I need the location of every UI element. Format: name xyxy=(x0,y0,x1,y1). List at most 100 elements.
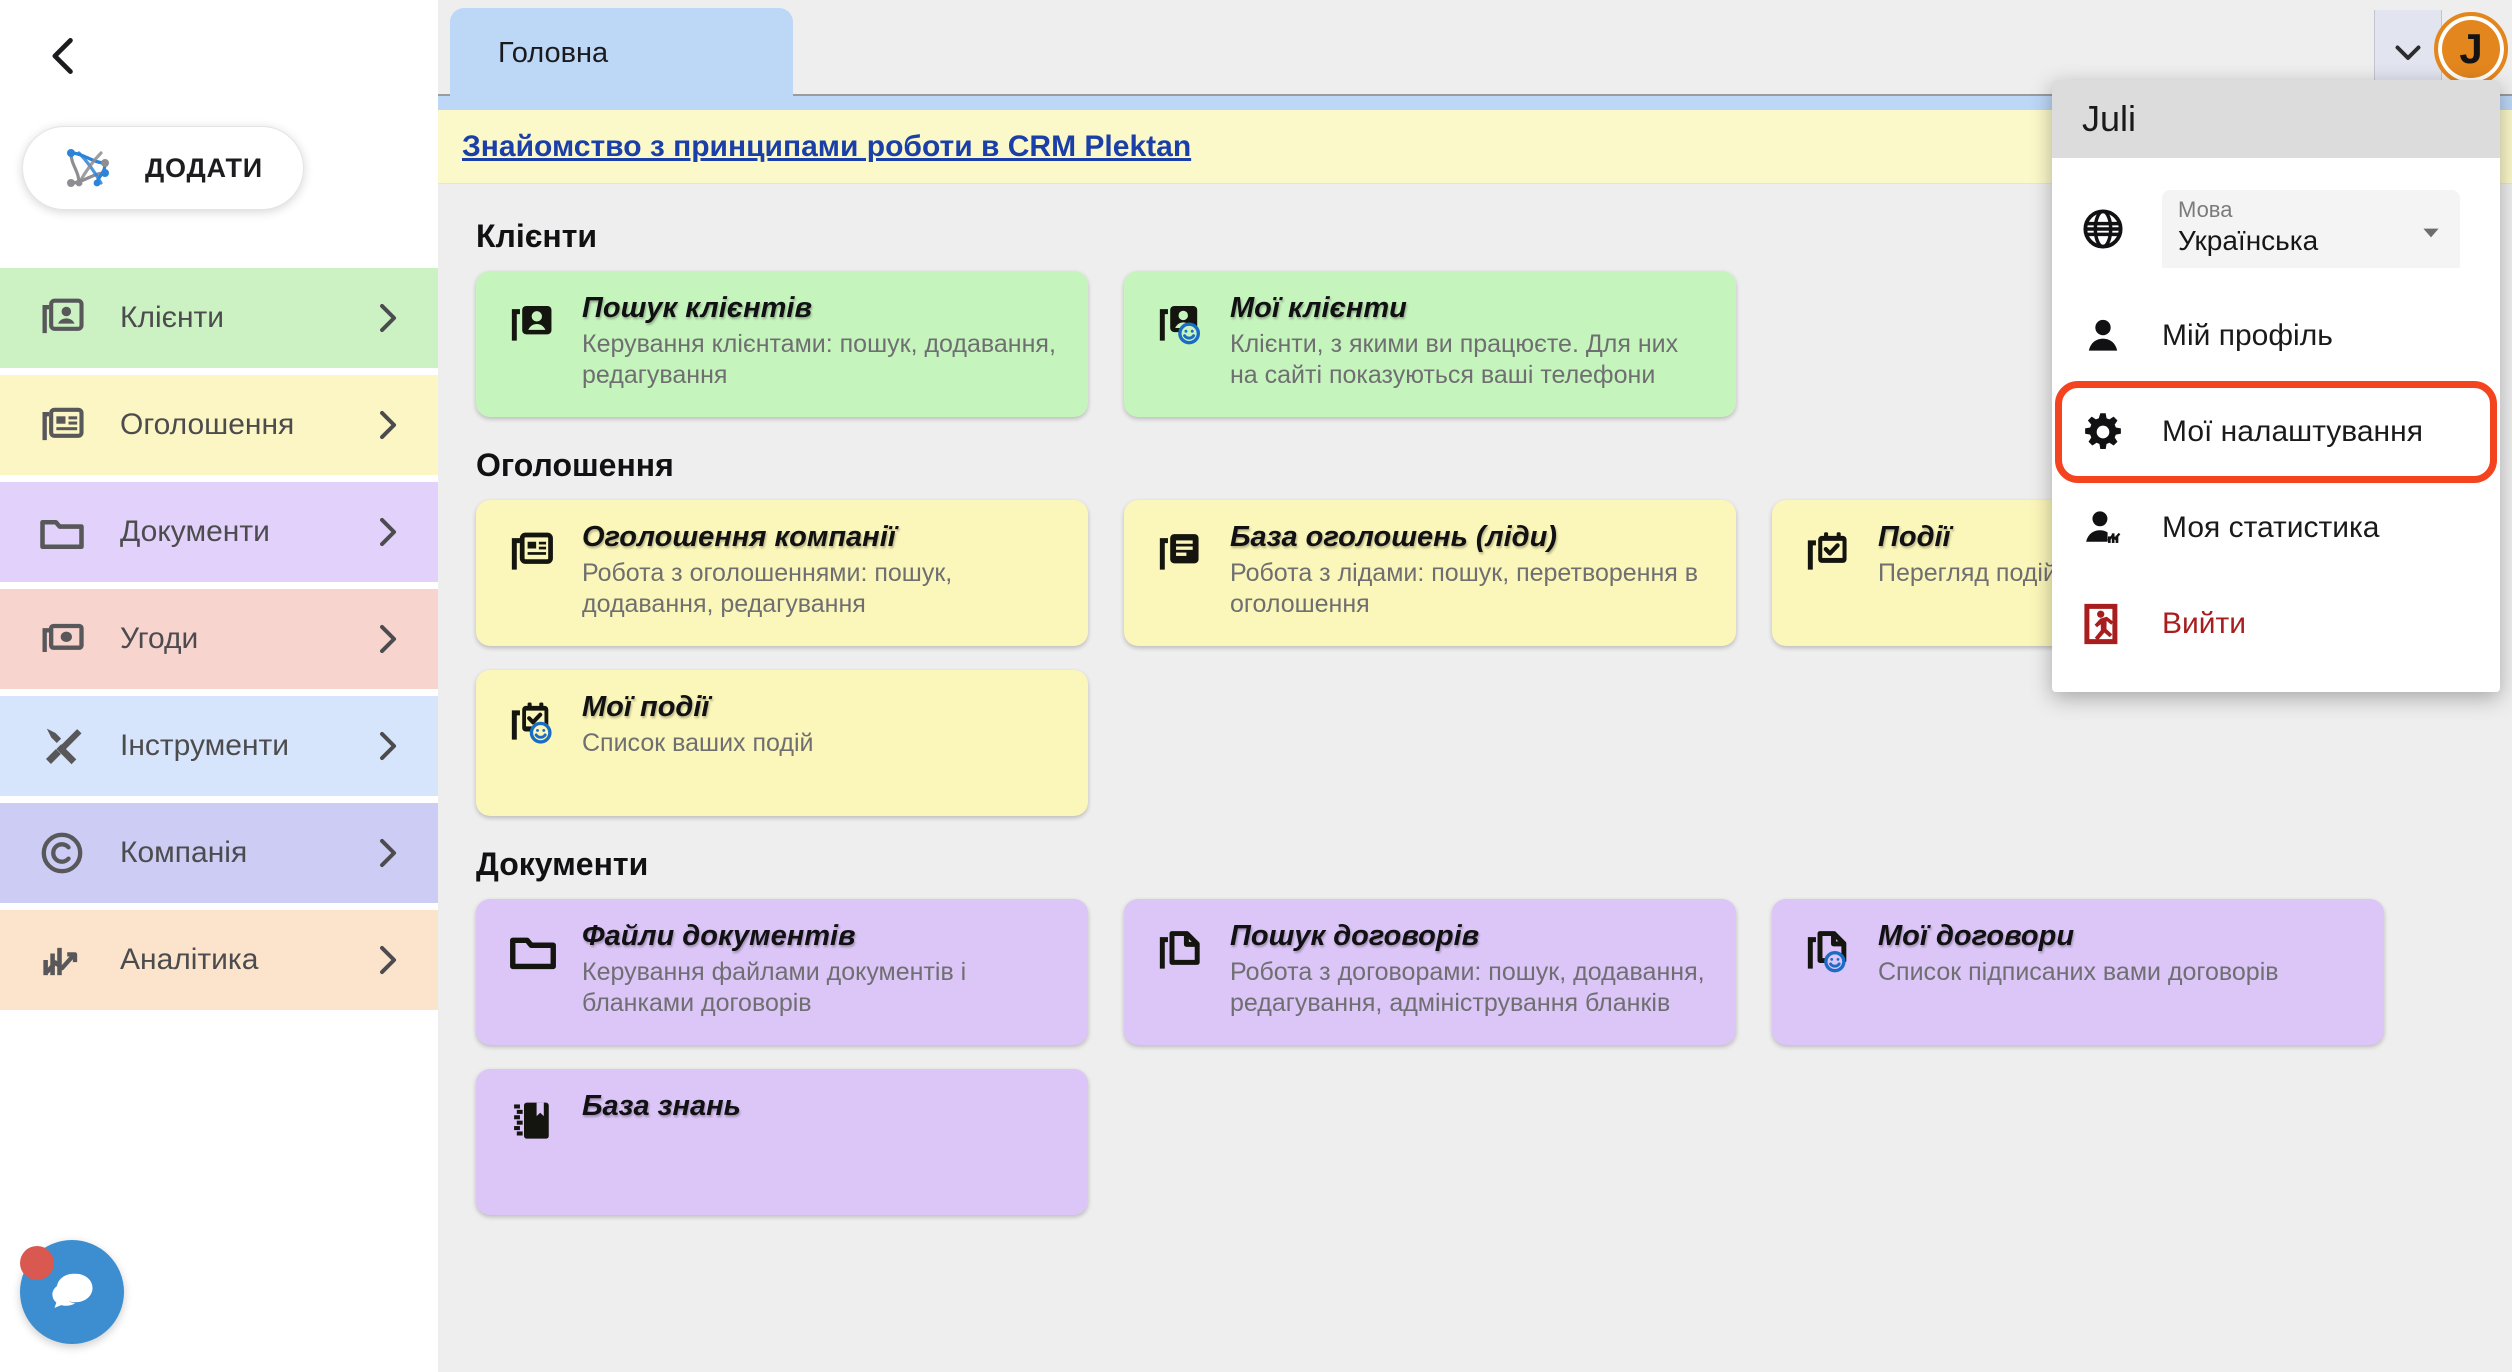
card-desc: Керування клієнтами: пошук, додавання, р… xyxy=(582,330,1056,389)
card-company-announcements[interactable]: Оголошення компанії Робота з оголошенням… xyxy=(476,500,1088,646)
card-desc: Список підписаних вами договорів xyxy=(1878,958,2279,987)
main-content: Знайомство з принципами роботи в CRM Ple… xyxy=(438,110,2512,1372)
card-row-my-events: Мої події Список ваших подій xyxy=(438,670,2512,816)
card-title: Події xyxy=(1878,521,1951,553)
card-title: Оголошення компанії xyxy=(582,521,896,553)
sidebar-item-label: Документи xyxy=(120,515,270,548)
contacts-icon xyxy=(42,298,84,334)
dropdown-caret-icon xyxy=(2423,228,2439,238)
sidebar-item-clients[interactable]: Клієнти xyxy=(0,268,438,368)
profile-dropdown-header: Juli xyxy=(2052,80,2500,158)
card-row-clients: Пошук клієнтів Керування клієнтами: пошу… xyxy=(438,271,2512,417)
section-title-clients: Клієнти xyxy=(476,218,598,254)
card-title: Пошук клієнтів xyxy=(582,292,812,324)
chevron-right-icon xyxy=(380,410,397,440)
exit-icon xyxy=(2084,603,2118,645)
sidebar-collapse-button[interactable] xyxy=(0,0,438,112)
menu-item-my-profile[interactable]: Мій профіль xyxy=(2052,288,2500,384)
language-row: Мова Українська xyxy=(2052,170,2500,288)
card-title: База знань xyxy=(582,1090,741,1122)
card-my-clients[interactable]: Мої клієнти Клієнти, з якими ви працюєте… xyxy=(1124,271,1736,417)
chat-widget xyxy=(20,1240,132,1352)
menu-item-logout[interactable]: Вийти xyxy=(2052,576,2500,672)
sidebar-item-label: Угоди xyxy=(120,622,199,655)
card-desc: Список ваших подій xyxy=(582,729,814,758)
chevron-left-icon xyxy=(52,38,73,74)
language-select[interactable]: Мова Українська xyxy=(2162,190,2460,268)
card-row-knowledge: База знань xyxy=(438,1069,2512,1215)
news-icon xyxy=(42,407,84,441)
sidebar-item-label: Компанія xyxy=(120,836,248,869)
sidebar-item-announcements[interactable]: Оголошення xyxy=(0,375,438,475)
card-row-documents: Файли документів Керування файлами докум… xyxy=(438,899,2512,1045)
card-title: Мої клієнти xyxy=(1230,292,1407,324)
card-title: База оголошень (ліди) xyxy=(1230,521,1557,553)
contacts-search-icon xyxy=(511,306,552,341)
folder-icon xyxy=(510,937,556,970)
banknote-icon xyxy=(42,623,84,652)
sidebar-item-tools[interactable]: Інструменти xyxy=(0,696,438,796)
contacts-my-icon xyxy=(1159,306,1201,345)
card-my-contracts[interactable]: Мої договори Список підписаних вами дого… xyxy=(1772,899,2384,1045)
chevron-right-icon xyxy=(380,945,397,975)
tools-icon xyxy=(45,728,82,765)
copyright-icon xyxy=(41,832,83,874)
chevron-right-icon xyxy=(380,517,397,547)
section-title-documents: Документи xyxy=(476,846,649,882)
add-button[interactable]: ДОДАТИ xyxy=(22,126,304,210)
card-my-events[interactable]: Мої події Список ваших подій xyxy=(476,670,1088,816)
card-contract-search[interactable]: Пошук договорів Робота з договорами: пош… xyxy=(1124,899,1736,1045)
sidebar-item-company[interactable]: Компанія xyxy=(0,803,438,903)
person-stats-icon xyxy=(2086,511,2121,543)
person-icon xyxy=(2088,319,2118,351)
card-row-announcements: Оголошення компанії Робота з оголошенням… xyxy=(438,500,2512,646)
sidebar-item-deals[interactable]: Угоди xyxy=(0,589,438,689)
knowledge-book-icon xyxy=(514,1102,549,1139)
sidebar-item-label: Інструменти xyxy=(120,729,290,762)
work-area: Головна J Знайомство з принципами роботи… xyxy=(438,0,2512,1372)
sidebar-item-analytics[interactable]: Аналітика xyxy=(0,910,438,1010)
card-desc: Керування файлами документів і бланками … xyxy=(582,958,967,1017)
sidebar-item-documents[interactable]: Документи xyxy=(0,482,438,582)
card-desc: Клієнти, з якими ви працюєте. Для них на… xyxy=(1230,330,1679,389)
card-title: Мої договори xyxy=(1878,920,2075,952)
tab-label: Головна xyxy=(498,36,609,69)
profile-dropdown-menu: Juli Мова Українська xyxy=(2052,80,2500,692)
tab-home[interactable]: Головна xyxy=(450,8,793,98)
language-value: Українська xyxy=(2178,225,2319,257)
folder-icon xyxy=(40,519,84,550)
avatar-initial: J xyxy=(2459,25,2483,72)
menu-item-my-settings[interactable]: Мої налаштування xyxy=(2055,381,2497,483)
globe-icon xyxy=(2083,209,2123,249)
chevron-right-icon xyxy=(380,303,397,333)
card-document-files[interactable]: Файли документів Керування файлами докум… xyxy=(476,899,1088,1045)
news-icon xyxy=(511,532,553,570)
profile-dropdown-body: Мова Українська Мій профіль xyxy=(2052,158,2500,692)
sidebar: ДОДАТИ Клієнти xyxy=(0,0,438,1372)
card-knowledge-base[interactable]: База знань xyxy=(476,1069,1088,1215)
card-desc: Робота з оголошеннями: пошук, додавання,… xyxy=(582,559,953,618)
leads-icon xyxy=(1159,534,1199,570)
card-desc: Робота з лідами: пошук, перетворення в о… xyxy=(1230,559,1699,618)
card-title: Файли документів xyxy=(582,920,856,952)
intro-banner-link[interactable]: Знайомство з принципами роботи в CRM Ple… xyxy=(462,129,1192,163)
profile-user-name: Juli xyxy=(2082,98,2137,139)
avatar[interactable]: J xyxy=(2434,12,2508,86)
card-title: Пошук договорів xyxy=(1230,920,1480,952)
contract-search-icon xyxy=(1159,931,1200,969)
menu-item-label: Вийти xyxy=(2162,607,2247,640)
sidebar-item-label: Оголошення xyxy=(120,408,295,441)
menu-item-my-statistics[interactable]: Моя статистика xyxy=(2052,480,2500,576)
calendar-check-icon xyxy=(1807,532,1847,570)
language-caption: Мова xyxy=(2178,197,2233,222)
chat-bubble-icon xyxy=(52,1273,93,1308)
card-client-search[interactable]: Пошук клієнтів Керування клієнтами: пошу… xyxy=(476,271,1088,417)
calendar-my-icon xyxy=(511,702,552,744)
menu-item-label: Мій профіль xyxy=(2162,319,2333,352)
plektan-logo-icon xyxy=(67,149,109,187)
menu-item-label: Моя статистика xyxy=(2162,511,2380,544)
card-leads-base[interactable]: База оголошень (ліди) Робота з лідами: п… xyxy=(1124,500,1736,646)
chat-unread-badge xyxy=(20,1246,54,1280)
contract-my-icon xyxy=(1807,931,1847,973)
analytics-icon xyxy=(43,947,78,976)
